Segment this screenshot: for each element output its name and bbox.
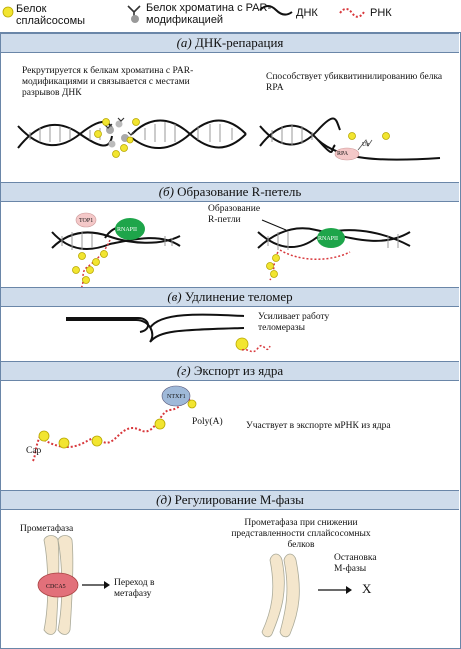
section-a-letter: (а) xyxy=(176,35,192,50)
mrna-strand xyxy=(43,397,191,448)
chromatin-protein-icon xyxy=(127,5,141,23)
ub-label: Ub xyxy=(362,142,370,148)
section-c-letter: (в) xyxy=(167,289,182,304)
spliceosome-proteins-b-left xyxy=(72,250,108,284)
telomere-dna xyxy=(66,317,149,333)
polya-label: Poly(A) xyxy=(192,417,223,427)
section-c-text: Усиливает работу теломеразы xyxy=(258,312,330,333)
prometaphase-low-label: Прометафаза при снижении представленност… xyxy=(231,518,371,550)
section-e-header: (д) Регулирование М-фазы xyxy=(1,490,459,510)
section-d-title: Экспорт из ядра xyxy=(193,363,284,378)
spliceosome-proteins-d xyxy=(38,399,197,449)
cdca5-label: CDCA5 xyxy=(46,584,66,590)
section-e-title: Регулирование М-фазы xyxy=(174,492,304,507)
dna-icon xyxy=(259,5,293,16)
spliceosome-protein-icon xyxy=(2,6,14,18)
par-chromatin-proteins xyxy=(103,117,135,148)
rnapii-label-left: RNAPII xyxy=(117,227,138,233)
section-b-letter: (б) xyxy=(158,184,174,199)
chromosome-right xyxy=(261,553,300,638)
dna-repair-helix-left xyxy=(17,119,247,150)
legend-icons xyxy=(2,5,365,23)
arrest-x: X xyxy=(362,581,372,596)
section-c-title: Удлинение теломер xyxy=(184,289,293,304)
prometaphase-label: Прометафаза xyxy=(20,524,74,534)
dna-repair-helix-right xyxy=(259,117,441,161)
section-e-letter: (д) xyxy=(156,492,172,507)
legend-chromatin: Белок хроматина с PAR-модификацией xyxy=(146,2,272,26)
figure-frame xyxy=(0,32,461,649)
rloop-label: Образование R-петли xyxy=(208,204,261,225)
rpa-label: RPA xyxy=(337,151,349,157)
cap-label: Cap xyxy=(26,446,42,456)
arrest-label: Остановка М-фазы xyxy=(334,553,377,574)
section-c-header: (в) Удлинение теломер xyxy=(1,287,459,307)
section-a-right-text: Способствует убиквитинилированию белка R… xyxy=(266,72,443,93)
section-a-header: (а) ДНК-репарация xyxy=(1,33,459,53)
section-a-title: ДНК-репарация xyxy=(195,35,284,50)
section-a-left-text: Рекрутируется к белкам хроматина с PAR-м… xyxy=(22,66,194,98)
legend-rna: РНК xyxy=(370,7,392,19)
spliceosome-proteins-a xyxy=(94,118,140,158)
spliceosome-protein-c xyxy=(235,337,249,351)
rna-icon xyxy=(339,8,365,18)
rloop-helix-left xyxy=(51,231,181,250)
section-d-header: (г) Экспорт из ядра xyxy=(1,361,459,381)
section-b-title: Образование R-петель xyxy=(177,184,302,199)
section-d-text: Участвует в экспорте мРНК из ядра xyxy=(246,421,391,431)
rnapii-label-right: RNAPII xyxy=(318,236,339,242)
section-d-letter: (г) xyxy=(176,363,191,378)
legend-spliceosome: Белок сплайсосомы xyxy=(16,3,86,27)
section-b-header: (б) Образование R-петель xyxy=(1,182,459,202)
spliceosome-proteins-b-right xyxy=(266,254,280,278)
top1-label: TOP1 xyxy=(79,218,94,224)
legend-dna: ДНК xyxy=(296,7,318,19)
ntxf1-label: NTXF1 xyxy=(167,394,186,400)
transition-label: Переход в метафазу xyxy=(114,578,155,599)
